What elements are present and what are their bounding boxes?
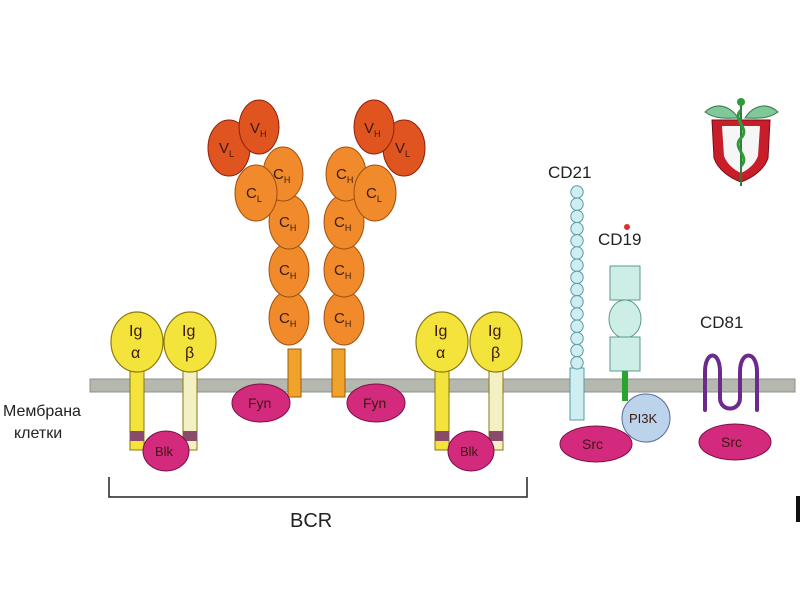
ig-beta-domain [469, 311, 523, 373]
blk-kinase [447, 430, 495, 472]
cd81-label: CD81 [700, 313, 743, 332]
cd19-domain-middle [608, 299, 642, 339]
ig-alpha-domain [415, 311, 469, 373]
itam-motif [130, 431, 144, 441]
fyn-kinase-left [231, 383, 291, 423]
ig-beta-label: Ig [488, 323, 501, 340]
bcr-label: BCR [290, 510, 332, 532]
itam-motif [435, 431, 449, 441]
cl-label: CL [366, 185, 382, 204]
cl-domain [353, 164, 397, 222]
ig-alpha-label: Ig [129, 323, 142, 340]
ch-label: CH [279, 214, 296, 233]
ch-label: CH [279, 262, 296, 281]
cd19: CD19 PI3K [598, 224, 671, 443]
cd19-cytoplasmic-tail [622, 371, 628, 401]
caduceus-emblem [704, 98, 779, 186]
cd19-domain-top [609, 265, 641, 301]
red-dot-marker [624, 224, 630, 230]
vh-label: VH [364, 120, 381, 139]
cd21-sushi-bead [570, 209, 584, 224]
cd21-sushi-bead [570, 319, 584, 333]
beta-symbol: β [185, 345, 194, 362]
fyn-kinase-right [346, 383, 406, 423]
cd21-sushi-bead [570, 197, 584, 211]
cd21-sushi-bead [570, 221, 584, 236]
bcr-bracket [108, 477, 528, 498]
ig-alpha-label: Ig [434, 323, 447, 340]
fyn-label-left: Fyn [248, 395, 271, 411]
vh-domain [238, 99, 280, 155]
cd21: CD21 Src [548, 163, 633, 463]
cd21-sushi-bead [570, 331, 584, 346]
src-label: Src [582, 436, 603, 452]
cl-domain [234, 164, 278, 222]
vh-domain [353, 99, 395, 155]
ch-label: CH [336, 166, 353, 185]
cd21-tm-stalk [569, 367, 585, 421]
itam-motif [489, 431, 503, 441]
itam-motif [183, 431, 197, 441]
ch-label: CH [334, 262, 351, 281]
vh-label: VH [250, 120, 267, 139]
snake-icon [736, 108, 746, 168]
ig-alpha-beta-left: Ig α Ig β Blk [110, 311, 217, 472]
alpha-symbol: α [131, 345, 140, 362]
ig-beta-domain [163, 311, 217, 373]
heavy-chain-tm-right [331, 348, 346, 398]
alpha-symbol: α [436, 345, 445, 362]
cd81: CD81 Src [698, 313, 772, 461]
ig-alpha-domain [110, 311, 164, 373]
cd21-sushi-bead [570, 356, 584, 370]
src-label: Src [721, 434, 742, 450]
cd21-label: CD21 [548, 163, 591, 182]
wing-icon [744, 105, 779, 119]
cd21-sushi-bead [570, 258, 584, 272]
ch-label: CH [334, 214, 351, 233]
cd21-sushi-bead [570, 234, 584, 248]
ch-label: CH [334, 310, 351, 329]
wing-icon [704, 105, 739, 119]
beta-symbol: β [491, 345, 500, 362]
cd21-sushi-domains [570, 185, 584, 370]
blk-label: Blk [155, 444, 174, 459]
membrane-label-line2: клетки [14, 425, 62, 442]
cd21-sushi-bead [570, 270, 584, 285]
cd19-domain-bottom [609, 336, 641, 372]
pi3k [621, 393, 671, 443]
blk-label: Blk [460, 444, 479, 459]
ch-label: CH [273, 166, 290, 185]
cd19-label: CD19 [598, 230, 641, 249]
membrane-label-line1: Мембрана [3, 403, 81, 420]
ig-beta-label: Ig [182, 323, 195, 340]
cd21-sushi-bead [570, 282, 584, 297]
ch-label: CH [279, 310, 296, 329]
cd21-sushi-bead [570, 307, 584, 321]
ig-alpha-beta-right: Ig α Ig β Blk [415, 311, 523, 472]
emblem-top-ball [737, 98, 745, 106]
membrane-igm: VH VL CH CL CH CH CH VH VL CH CL CH CH C… [207, 99, 426, 423]
vl-label: VL [219, 140, 234, 159]
cd21-sushi-bead [570, 295, 584, 309]
vl-label: VL [395, 140, 410, 159]
cd21-sushi-bead [570, 343, 584, 358]
cd21-sushi-bead [570, 185, 584, 199]
src-kinase [698, 423, 772, 461]
src-kinase [559, 425, 633, 463]
cl-label: CL [246, 185, 262, 204]
cd81-tetraspanin [703, 353, 759, 412]
heavy-chain-tm-left [287, 348, 302, 398]
pi3k-label: PI3K [629, 411, 658, 426]
fyn-label-right: Fyn [363, 395, 386, 411]
edge-mark [796, 496, 800, 522]
blk-kinase [142, 430, 190, 472]
cd21-sushi-bead [570, 246, 584, 260]
